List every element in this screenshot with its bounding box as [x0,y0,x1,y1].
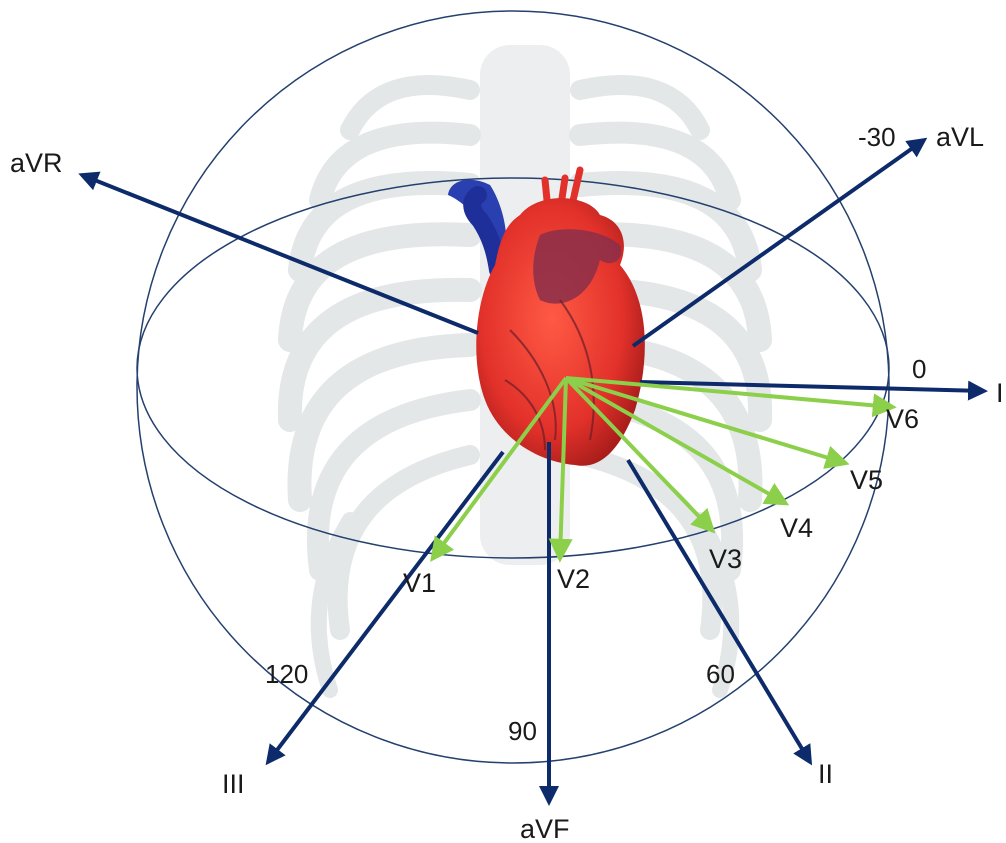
heart-illustration [448,170,645,466]
label-v1: V1 [403,568,436,598]
angle-sixty: 60 [706,659,735,689]
label-v5: V5 [850,465,883,495]
label-avl: aVL [936,122,984,152]
label-v3: V3 [709,544,742,574]
angle-minus30: -30 [858,122,896,152]
label-avf: aVF [520,814,570,843]
lead-avr-arrow [82,175,478,333]
label-i: I [996,378,1004,408]
label-v4: V4 [780,513,813,543]
label-v6: V6 [886,404,919,434]
angle-ninety: 90 [508,716,537,746]
label-v2: V2 [557,564,590,594]
angle-one-twenty: 120 [265,659,308,689]
angle-zero: 0 [912,354,926,384]
label-avr: aVR [10,148,63,178]
label-iii: III [222,769,245,799]
label-ii: II [818,759,833,789]
